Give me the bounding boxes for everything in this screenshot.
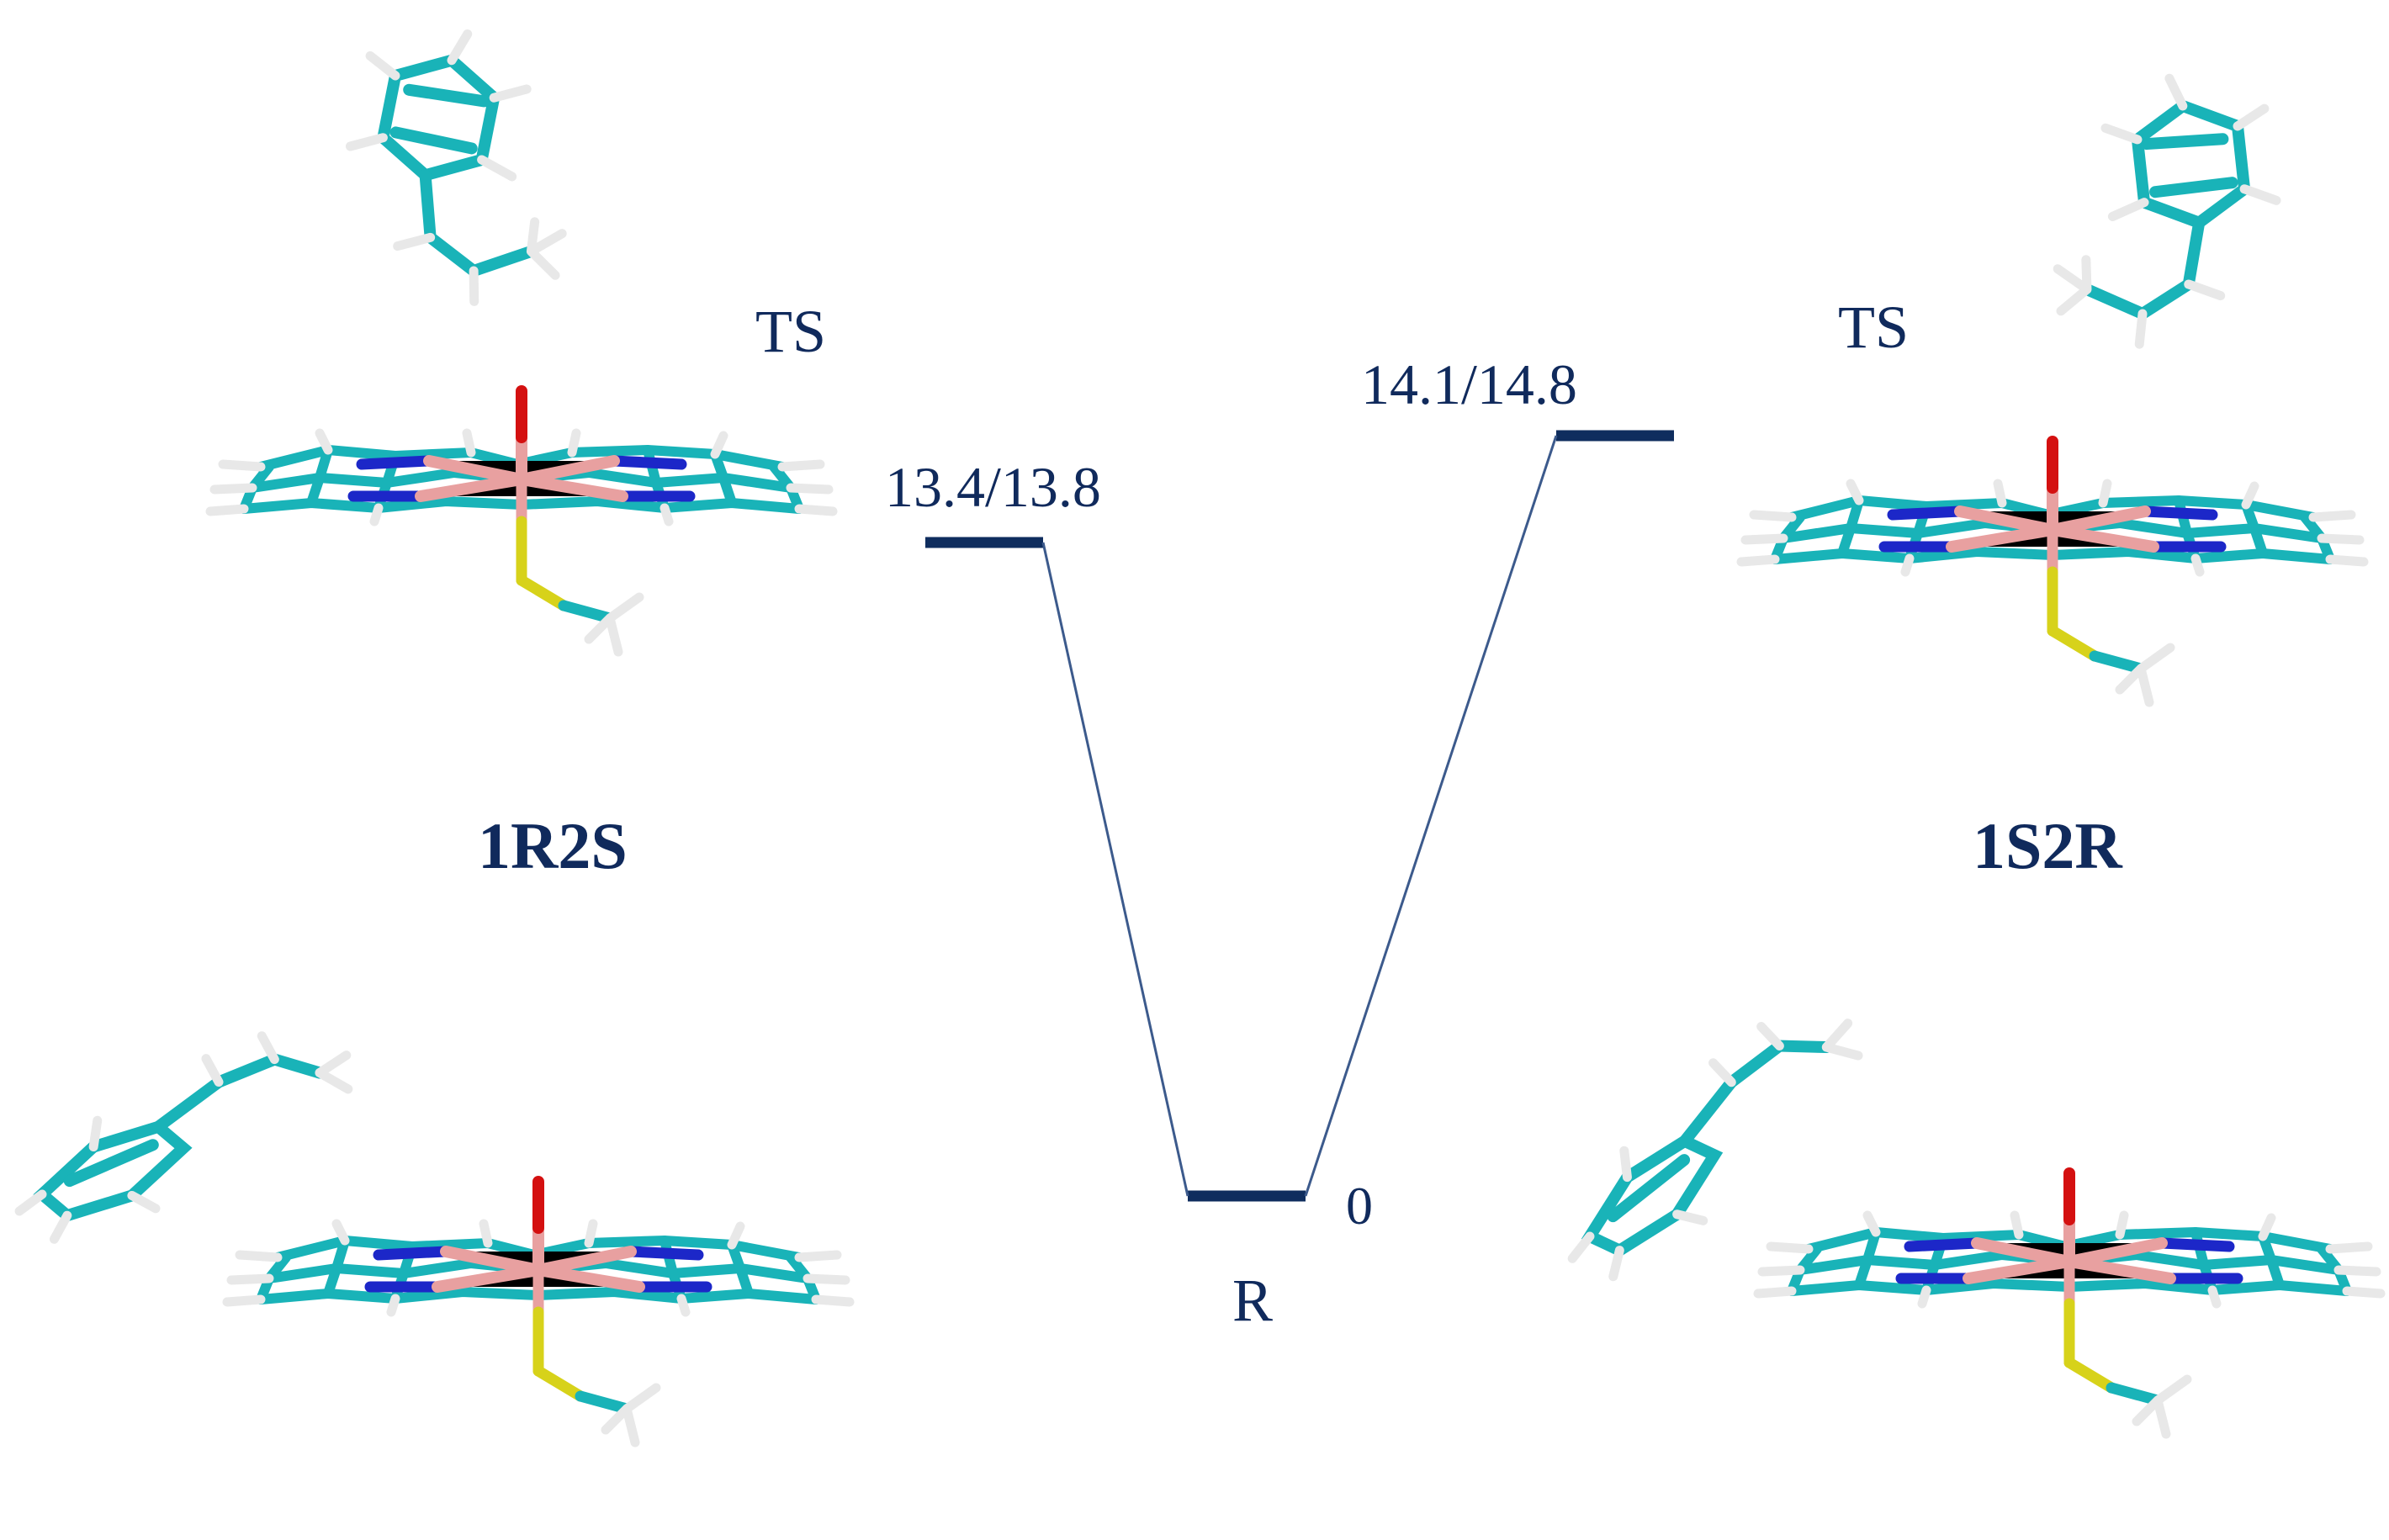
connector-right bbox=[1304, 435, 1558, 1197]
energy-label-reactant: 0 bbox=[1346, 1176, 1373, 1236]
energy-label-left: 13.4/13.8 bbox=[885, 455, 1101, 519]
reactant-1r2s-structure bbox=[0, 1022, 850, 1442]
isomer-label-right: 1S2R bbox=[1973, 809, 2123, 882]
ts-label-right: TS bbox=[1838, 294, 1909, 361]
energy-label-right: 14.1/14.8 bbox=[1361, 352, 1577, 416]
isomer-label-left: 1R2S bbox=[478, 809, 628, 882]
ts-label-left: TS bbox=[755, 298, 826, 365]
ts-1r2s-structure bbox=[210, 11, 833, 652]
reactant-1s2r-structure bbox=[1518, 992, 2381, 1434]
ts-1s2r-structure bbox=[1741, 63, 2364, 702]
reactant-label: R bbox=[1232, 1267, 1273, 1334]
connector-left bbox=[1041, 542, 1189, 1197]
